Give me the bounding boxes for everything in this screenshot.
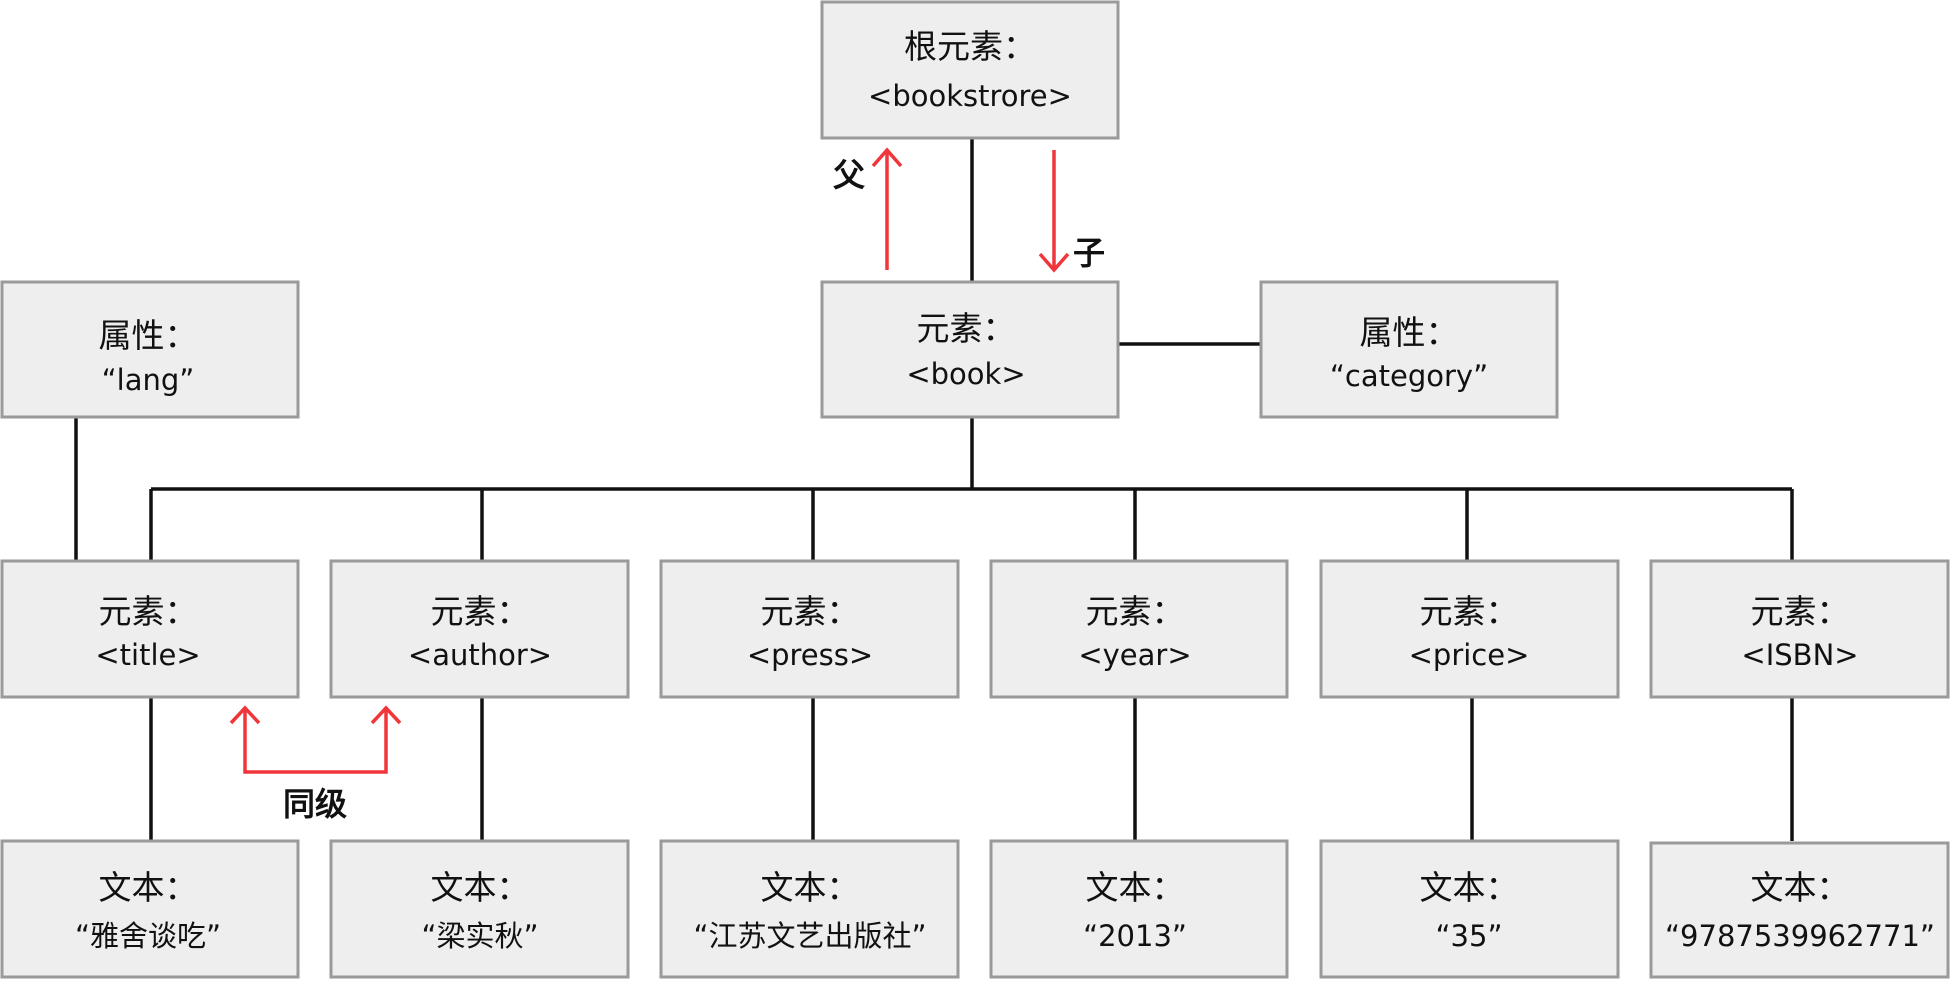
node-text-year-value: “2013” xyxy=(1083,919,1187,953)
node-attr-category-label: 属性： xyxy=(1360,313,1459,352)
node-text-author-label: 文本： xyxy=(431,868,530,907)
node-element-author: 元素： <author> xyxy=(329,559,630,699)
node-text-price: 文本： “35” xyxy=(1319,839,1620,979)
node-text-author-value: “梁实秋” xyxy=(421,919,538,953)
node-book-value: <book> xyxy=(906,357,1025,391)
node-root-value: <bookstrore> xyxy=(868,79,1072,113)
node-text-isbn-label: 文本： xyxy=(1751,868,1850,907)
child-label: 子 xyxy=(1073,234,1105,272)
node-element-author-value: <author> xyxy=(408,638,552,672)
node-text-title-value: “雅舍谈吃” xyxy=(75,919,221,953)
node-text-year-label: 文本： xyxy=(1086,868,1185,907)
node-text-isbn: 文本： “9787539962771” xyxy=(1649,841,1950,979)
parent-arrow xyxy=(871,147,903,270)
node-attr-lang-value: “lang” xyxy=(102,363,195,397)
node-element-year: 元素： <year> xyxy=(989,559,1289,699)
node-element-year-value: <year> xyxy=(1078,638,1191,672)
node-text-press-value: “江苏文艺出版社” xyxy=(693,919,926,953)
child-arrow xyxy=(1038,150,1070,273)
node-text-isbn-value: “9787539962771” xyxy=(1665,919,1935,953)
node-text-title: 文本： “雅舍谈吃” xyxy=(0,839,300,979)
node-attr-category: 属性： “category” xyxy=(1259,280,1559,419)
node-book: 元素： <book> xyxy=(820,280,1120,419)
connector-lines xyxy=(74,138,1794,841)
node-element-press: 元素： <press> xyxy=(659,559,960,699)
node-element-isbn-value: <ISBN> xyxy=(1741,638,1858,672)
node-attr-lang: 属性： “lang” xyxy=(0,280,300,419)
node-root-label: 根元素： xyxy=(904,27,1036,66)
sibling-arrow xyxy=(229,705,402,774)
node-element-title-label: 元素： xyxy=(99,592,198,631)
node-element-isbn-label: 元素： xyxy=(1751,592,1850,631)
node-element-isbn: 元素： <ISBN> xyxy=(1649,559,1950,699)
node-text-press: 文本： “江苏文艺出版社” xyxy=(659,839,960,979)
node-root: 根元素： <bookstrore> xyxy=(820,0,1120,140)
parent-label: 父 xyxy=(833,156,865,194)
node-text-year: 文本： “2013” xyxy=(989,839,1289,979)
node-element-price: 元素： <price> xyxy=(1319,559,1620,699)
node-text-title-label: 文本： xyxy=(99,868,198,907)
node-text-author: 文本： “梁实秋” xyxy=(329,839,630,979)
node-text-price-value: “35” xyxy=(1436,919,1503,953)
node-element-press-value: <press> xyxy=(747,638,873,672)
node-text-press-label: 文本： xyxy=(761,868,860,907)
node-text-price-label: 文本： xyxy=(1420,868,1519,907)
node-element-price-value: <price> xyxy=(1409,638,1530,672)
relation-arrows: 父 子 同级 xyxy=(229,147,1105,823)
node-attr-lang-label: 属性： xyxy=(99,316,198,355)
node-element-price-label: 元素： xyxy=(1420,592,1519,631)
node-element-title: 元素： <title> xyxy=(0,559,300,699)
sibling-label: 同级 xyxy=(283,785,347,823)
node-element-title-value: <title> xyxy=(95,638,200,672)
node-element-author-label: 元素： xyxy=(431,592,530,631)
node-book-label: 元素： xyxy=(917,309,1016,348)
node-attr-category-value: “category” xyxy=(1330,359,1488,393)
node-element-year-label: 元素： xyxy=(1086,592,1185,631)
node-element-press-label: 元素： xyxy=(761,592,860,631)
